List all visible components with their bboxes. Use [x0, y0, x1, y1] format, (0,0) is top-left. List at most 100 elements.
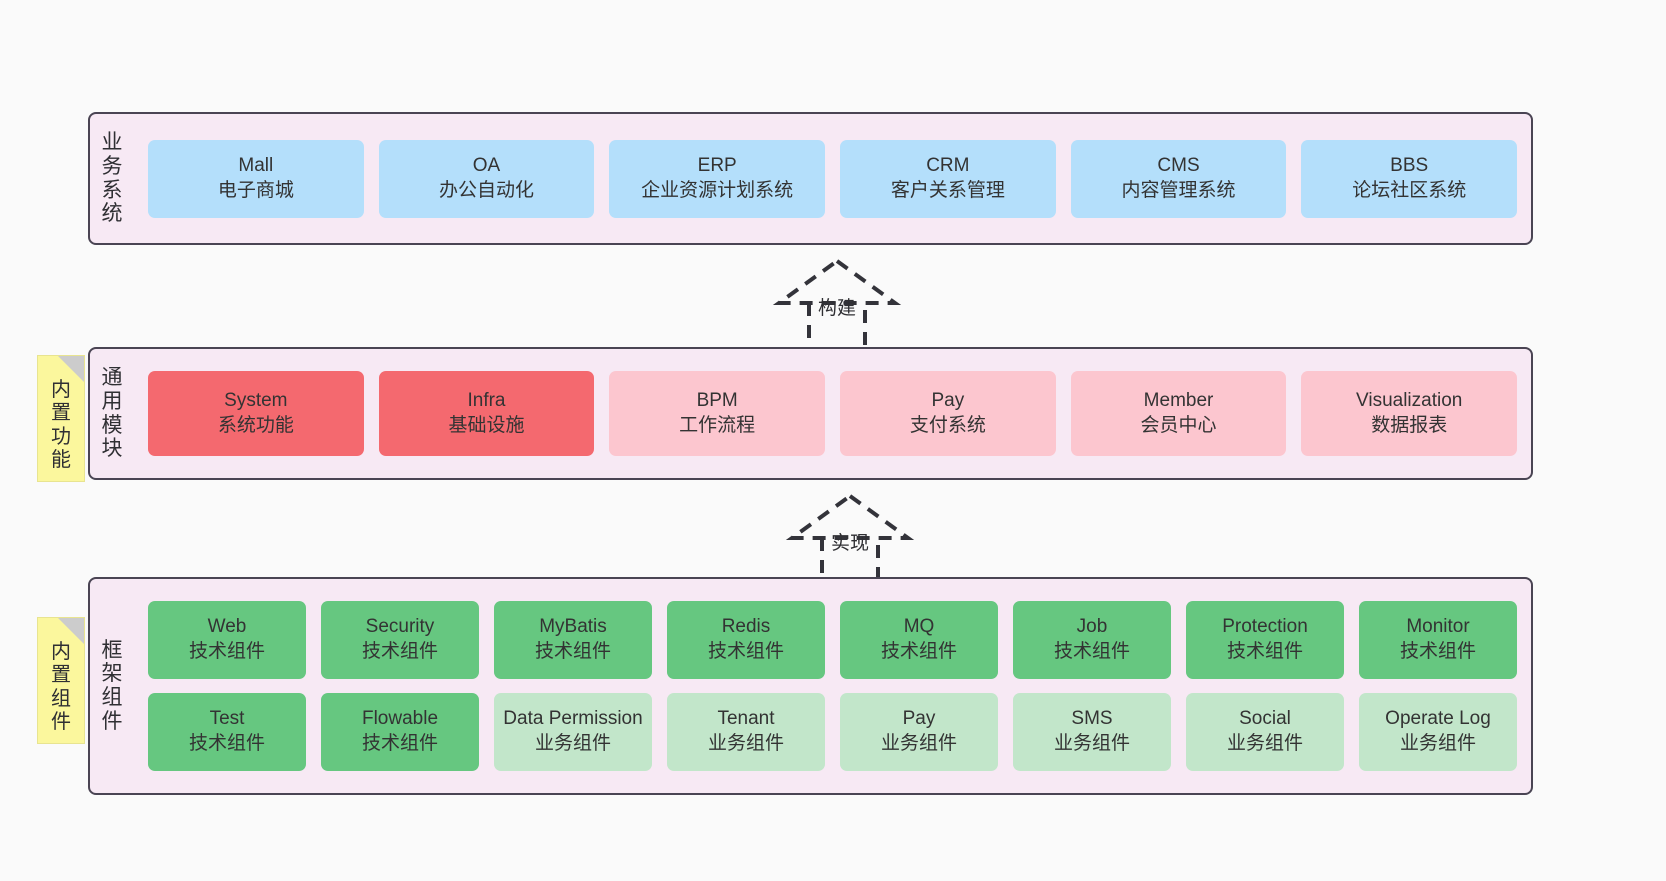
note-char: 置: [51, 664, 71, 687]
business-layer-body: Mall 电子商城 OA 办公自动化 ERP 企业资源计划系统 CRM 客户关系…: [134, 114, 1531, 243]
component-desc: 技术组件: [361, 733, 438, 754]
component-name: SMS: [1071, 708, 1113, 730]
component-name: Web: [207, 616, 247, 638]
note-char: 功: [51, 425, 71, 448]
module-desc: 企业资源计划系统: [641, 179, 794, 201]
component-name: Operate Log: [1385, 708, 1491, 730]
component-desc: 技术组件: [361, 641, 438, 662]
component-card-flowable[interactable]: Flowable 技术组件: [321, 693, 479, 771]
component-card-tenant[interactable]: Tenant 业务组件: [667, 693, 825, 771]
note-char: 内: [51, 379, 71, 402]
component-desc: 业务组件: [707, 733, 784, 754]
note-fold-icon: [58, 618, 84, 644]
connector-implement-arrow-icon: [785, 493, 915, 588]
module-name: CRM: [926, 154, 970, 176]
component-name: Job: [1076, 616, 1108, 638]
label-char: 业: [101, 131, 123, 155]
component-name: Social: [1239, 708, 1291, 730]
component-card-mybatis[interactable]: MyBatis 技术组件: [494, 601, 652, 679]
module-name: OA: [472, 154, 501, 176]
component-desc: 技术组件: [188, 733, 265, 754]
component-card-monitor[interactable]: Monitor 技术组件: [1359, 601, 1517, 679]
component-card-mq[interactable]: MQ 技术组件: [840, 601, 998, 679]
common-layer-label: 通 用 模 块: [90, 349, 134, 478]
module-card-system[interactable]: System 系统功能: [148, 371, 364, 456]
component-name: Flowable: [361, 708, 439, 730]
component-card-redis[interactable]: Redis 技术组件: [667, 601, 825, 679]
label-char: 组: [101, 686, 123, 709]
component-card-test[interactable]: Test 技术组件: [148, 693, 306, 771]
component-name: Data Permission: [503, 708, 643, 730]
common-module-layer: 通 用 模 块 System 系统功能 Infra 基础设施 BPM 工作流程 …: [88, 347, 1533, 480]
component-desc: 技术组件: [534, 641, 611, 662]
module-card-cms[interactable]: CMS 内容管理系统: [1070, 139, 1287, 218]
note-builtin-component: 内 置 组 件: [37, 617, 85, 744]
component-desc: 技术组件: [707, 641, 784, 662]
connector-build: 构建: [762, 255, 912, 353]
module-card-pay[interactable]: Pay 支付系统: [840, 371, 1056, 456]
component-desc: 业务组件: [1226, 733, 1303, 754]
component-card-security[interactable]: Security 技术组件: [321, 601, 479, 679]
module-name: Pay: [931, 389, 965, 411]
note-char: 内: [51, 641, 71, 664]
module-desc: 会员中心: [1140, 414, 1217, 436]
framework-layer-label: 框 架 组 件: [90, 579, 134, 793]
component-name: Monitor: [1406, 616, 1470, 638]
label-char: 通: [101, 366, 123, 390]
module-name: Visualization: [1356, 389, 1463, 411]
label-char: 统: [101, 202, 123, 226]
component-name: Protection: [1222, 616, 1308, 638]
module-desc: 数据报表: [1371, 414, 1448, 436]
module-desc: 基础设施: [448, 414, 525, 436]
component-card-sms[interactable]: SMS 业务组件: [1013, 693, 1171, 771]
module-name: BPM: [696, 389, 738, 411]
component-desc: 业务组件: [534, 733, 611, 754]
component-card-protection[interactable]: Protection 技术组件: [1186, 601, 1344, 679]
module-card-infra[interactable]: Infra 基础设施: [378, 371, 595, 456]
component-desc: 技术组件: [1399, 641, 1476, 662]
module-card-visualization[interactable]: Visualization 数据报表: [1301, 371, 1518, 456]
component-card-web[interactable]: Web 技术组件: [148, 601, 306, 679]
module-desc: 办公自动化: [439, 179, 535, 201]
connector-build-arrow-icon: [772, 258, 902, 353]
module-desc: 论坛社区系统: [1352, 179, 1467, 201]
module-card-mall[interactable]: Mall 电子商城: [148, 139, 364, 218]
module-card-member[interactable]: Member 会员中心: [1070, 371, 1287, 456]
component-card-job[interactable]: Job 技术组件: [1013, 601, 1171, 679]
note-char: 置: [51, 402, 71, 425]
component-name: MyBatis: [539, 616, 607, 638]
label-char: 系: [101, 178, 123, 202]
framework-component-layer: 框 架 组 件 Web 技术组件 Security 技术组件 MyBatis 技…: [88, 577, 1533, 795]
note-char: 组: [51, 687, 71, 710]
component-card-social[interactable]: Social 业务组件: [1186, 693, 1344, 771]
module-name: ERP: [697, 154, 737, 176]
component-card-pay[interactable]: Pay 业务组件: [840, 693, 998, 771]
module-desc: 支付系统: [909, 414, 986, 436]
module-card-erp[interactable]: ERP 企业资源计划系统: [609, 139, 826, 218]
component-desc: 技术组件: [1053, 641, 1130, 662]
module-desc: 工作流程: [679, 414, 756, 436]
connector-implement: 实现: [775, 490, 925, 588]
component-desc: 技术组件: [1226, 641, 1303, 662]
module-card-crm[interactable]: CRM 客户关系管理: [840, 139, 1056, 218]
module-desc: 内容管理系统: [1121, 179, 1236, 201]
module-name: BBS: [1390, 154, 1429, 176]
module-card-oa[interactable]: OA 办公自动化: [378, 139, 595, 218]
label-char: 架: [101, 662, 123, 686]
component-card-data-permission[interactable]: Data Permission 业务组件: [494, 693, 652, 771]
component-card-operate-log[interactable]: Operate Log 业务组件: [1359, 693, 1517, 771]
framework-layer-body: Web 技术组件 Security 技术组件 MyBatis 技术组件 Redi…: [134, 579, 1531, 793]
module-card-bpm[interactable]: BPM 工作流程: [609, 371, 826, 456]
component-desc: 业务组件: [1053, 733, 1130, 754]
component-desc: 业务组件: [880, 733, 957, 754]
framework-business-row: Test 技术组件 Flowable 技术组件 Data Permission …: [148, 693, 1517, 771]
component-name: Redis: [721, 616, 771, 638]
module-name: System: [224, 389, 288, 411]
module-desc: 客户关系管理: [890, 179, 1005, 201]
label-char: 框: [101, 638, 123, 662]
module-card-bbs[interactable]: BBS 论坛社区系统: [1301, 139, 1518, 218]
component-desc: 技术组件: [880, 641, 957, 662]
component-name: Pay: [902, 708, 936, 730]
component-name: Tenant: [717, 708, 775, 730]
business-system-layer: 业 务 系 统 Mall 电子商城 OA 办公自动化 ERP 企业资源计划系统 …: [88, 112, 1533, 245]
